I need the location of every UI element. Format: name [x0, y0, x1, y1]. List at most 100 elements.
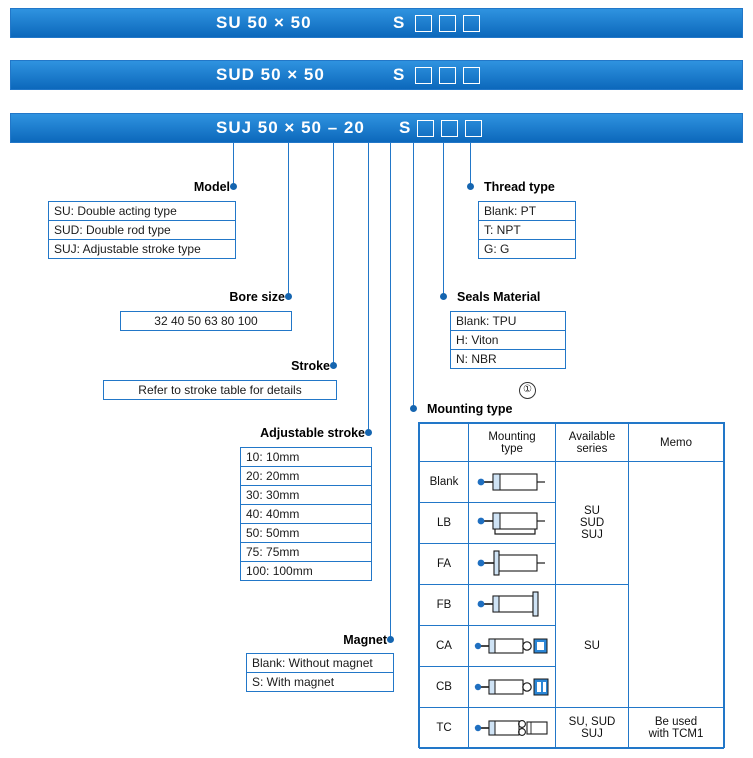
- leader-thread: [470, 143, 471, 186]
- code-square: [439, 14, 456, 32]
- seals-material-row: H: Viton: [451, 331, 565, 350]
- code-bar-squares-suj: [417, 114, 482, 142]
- code-bar-text-sud: SUD 50 × 50: [216, 65, 325, 84]
- adjustable-stroke-row: 30: 30mm: [241, 486, 371, 505]
- code-bar-su: SU 50 × 50 S: [10, 8, 743, 38]
- adjustable-stroke-row: 50: 50mm: [241, 524, 371, 543]
- code-bar-suffix-sud: S: [393, 65, 406, 84]
- mounting-series-group-2: SU: [555, 584, 629, 708]
- adjustable-stroke-row: 100: 100mm: [246, 564, 313, 578]
- stroke-heading: Stroke: [291, 359, 330, 373]
- thread-type-heading: Thread type: [484, 180, 555, 194]
- code-bar-text-su: SU 50 × 50: [216, 13, 312, 32]
- code-square: [415, 14, 432, 32]
- mounting-col-memo: Memo: [628, 423, 724, 462]
- bore-size-dot: [285, 293, 292, 300]
- mounting-row-figure: [468, 666, 556, 708]
- leader-magnet: [390, 143, 391, 638]
- thread-type-row: G: G: [484, 242, 510, 256]
- leader-model: [233, 143, 234, 186]
- code-bar-fill: [11, 9, 742, 37]
- model-row: SUD: Double rod type: [49, 221, 235, 240]
- seals-material-row: N: NBR: [456, 352, 497, 366]
- code-bar-suffix-su: S: [393, 13, 406, 32]
- mounting-row-figure: [468, 625, 556, 667]
- code-square: [441, 119, 458, 137]
- code-bar-sud: SUD 50 × 50 S: [10, 60, 743, 90]
- mounting-row-code: CA: [419, 625, 469, 667]
- code-bar-text-suj: SUJ 50 × 50 – 20: [216, 118, 365, 137]
- mounting-row-figure: [468, 707, 556, 749]
- leader-stroke: [333, 143, 334, 365]
- adjustable-stroke-row: 10: 10mm: [241, 448, 371, 467]
- model-row: SU: Double acting type: [49, 202, 235, 221]
- leader-seals: [443, 143, 444, 296]
- mounting-type-dot: [410, 405, 417, 412]
- code-bar-suj: SUJ 50 × 50 – 20 S: [10, 113, 743, 143]
- cylinder-cb-icon: [471, 674, 553, 700]
- cylinder-tc-icon: [471, 715, 553, 741]
- mounting-row-code: Blank: [419, 461, 469, 503]
- magnet-table: Blank: Without magnet S: With magnet: [246, 653, 394, 692]
- code-square: [465, 119, 482, 137]
- leader-mounting: [413, 143, 414, 408]
- bore-size-row: 32 40 50 63 80 100: [154, 314, 258, 328]
- bore-size-heading: Bore size: [229, 290, 285, 304]
- magnet-heading: Magnet: [343, 633, 387, 647]
- cylinder-ca-icon: [471, 633, 553, 659]
- mounting-row-code: TC: [419, 707, 469, 749]
- stroke-row: Refer to stroke table for details: [138, 383, 302, 397]
- leader-bore: [288, 143, 289, 296]
- mounting-row-figure: [468, 502, 556, 544]
- model-table: SU: Double acting type SUD: Double rod t…: [48, 201, 236, 259]
- model-row: SUJ: Adjustable stroke type: [54, 242, 201, 256]
- stroke-dot: [330, 362, 337, 369]
- adjustable-stroke-row: 20: 20mm: [241, 467, 371, 486]
- seals-material-row: Blank: TPU: [451, 312, 565, 331]
- bore-size-table: 32 40 50 63 80 100: [120, 311, 292, 331]
- code-bar-fill: [11, 114, 742, 142]
- magnet-dot: [387, 636, 394, 643]
- thread-type-table: Blank: PT T: NPT G: G: [478, 201, 576, 259]
- adjustable-stroke-row: 40: 40mm: [241, 505, 371, 524]
- adjustable-stroke-table: 10: 10mm 20: 20mm 30: 30mm 40: 40mm 50: …: [240, 447, 372, 581]
- mounting-row-figure: [468, 461, 556, 503]
- thread-type-row: Blank: PT: [479, 202, 575, 221]
- seals-material-table: Blank: TPU H: Viton N: NBR: [450, 311, 566, 369]
- mounting-row-figure: [468, 543, 556, 585]
- thread-type-dot: [467, 183, 474, 190]
- code-bar-squares-sud: [415, 61, 480, 89]
- footnote-marker: ①: [519, 382, 536, 399]
- mounting-type-heading: Mounting type: [427, 402, 513, 416]
- leader-adjustable: [368, 143, 369, 431]
- code-square: [439, 66, 456, 84]
- seals-material-dot: [440, 293, 447, 300]
- cylinder-fb-icon: [471, 591, 553, 619]
- code-square: [417, 119, 434, 137]
- mounting-row-code: LB: [419, 502, 469, 544]
- cylinder-basic-icon: [471, 469, 553, 495]
- mounting-row-code: FB: [419, 584, 469, 626]
- code-square: [415, 66, 432, 84]
- adjustable-stroke-row: 75: 75mm: [241, 543, 371, 562]
- model-dot: [230, 183, 237, 190]
- adjustable-stroke-heading: Adjustable stroke: [260, 426, 365, 440]
- cylinder-lb-icon: [471, 509, 553, 537]
- mounting-memo-blank: [628, 461, 724, 708]
- magnet-row: Blank: Without magnet: [247, 654, 393, 673]
- stroke-table: Refer to stroke table for details: [103, 380, 337, 400]
- mounting-row-code: CB: [419, 666, 469, 708]
- mounting-row-code: FA: [419, 543, 469, 585]
- code-square: [463, 14, 480, 32]
- thread-type-row: T: NPT: [479, 221, 575, 240]
- model-heading: Model: [193, 180, 230, 194]
- cylinder-fa-icon: [471, 550, 553, 578]
- code-square: [463, 66, 480, 84]
- magnet-row: S: With magnet: [252, 675, 335, 689]
